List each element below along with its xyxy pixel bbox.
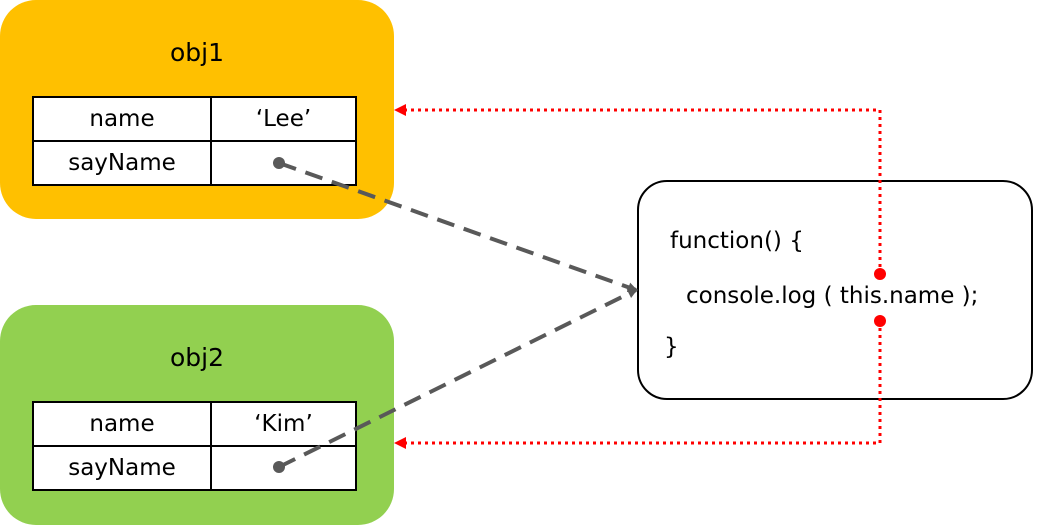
code-line: function() {: [670, 228, 804, 254]
property-value: ‘Kim’: [210, 401, 357, 447]
code-line: }: [664, 334, 679, 360]
property-value: ‘Lee’: [210, 96, 357, 142]
obj1-property-table: name ‘Lee’ sayName: [32, 96, 357, 186]
obj1-title: obj1: [169, 38, 225, 67]
table-row: sayName: [32, 140, 357, 186]
this-dot-upper: [874, 268, 886, 280]
this-to-obj1-arrow: [394, 104, 882, 274]
obj1-sayname-reference-arrow: [278, 161, 638, 293]
function-box: [637, 180, 1033, 400]
property-key: name: [32, 96, 212, 142]
table-row: name ‘Lee’: [32, 96, 357, 142]
table-row: name ‘Kim’: [32, 401, 357, 447]
obj2-title: obj2: [169, 343, 225, 372]
property-key: sayName: [32, 445, 212, 491]
this-dot-lower: [874, 315, 886, 327]
property-key: sayName: [32, 140, 212, 186]
code-line: console.log ( this.name );: [686, 283, 979, 309]
obj2-sayname-reference-arrow: [278, 288, 638, 469]
this-to-obj2-arrow: [394, 321, 882, 449]
obj2-sayname-dot: [273, 461, 285, 473]
obj2-property-table: name ‘Kim’ sayName: [32, 401, 357, 491]
obj1-sayname-dot: [273, 157, 285, 169]
property-key: name: [32, 401, 212, 447]
table-row: sayName: [32, 445, 357, 491]
